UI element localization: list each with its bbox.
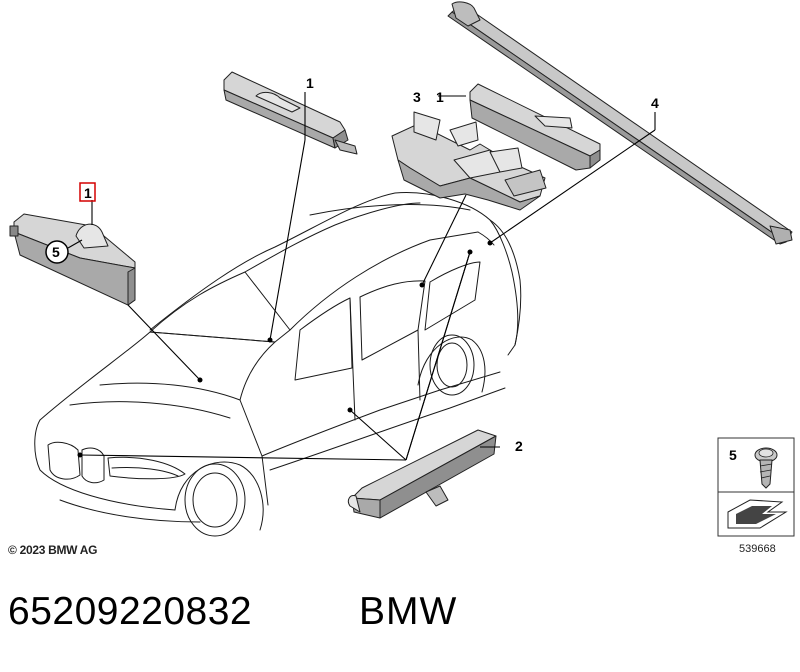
part-4-rod-antenna [447,1,793,245]
screw-circle-icon [45,240,69,264]
leader-lines [77,92,656,461]
callout-5-circle: 5 [52,244,60,260]
legend-box: 5 [717,437,795,537]
part-1-left-antenna [9,213,136,306]
legend-callout-5: 5 [729,447,737,463]
brand-name: BMW [359,590,458,633]
callout-3: 3 [413,89,421,105]
selected-part-highlight-box [79,182,96,202]
car-illustration [34,192,522,537]
callout-4: 4 [651,95,659,111]
callouts: 1 1 5 3 1 4 2 [45,75,659,454]
copyright-text: © 2023 BMW AG [8,543,98,557]
parts-diagram: 1 1 5 3 1 4 2 5 [9,1,795,537]
callout-1-left: 1 [84,185,92,201]
part-3-bracket [391,111,547,211]
callout-1-right: 1 [436,89,444,105]
part-2-lower-antenna [347,429,497,519]
part-1-upper-antenna [223,71,358,155]
document-number: 539668 [739,543,776,555]
part-number: 65209220832 [8,590,253,633]
callout-2: 2 [515,438,523,454]
callout-1-upper: 1 [306,75,314,91]
screw-icon [754,447,778,489]
arrow-icon [727,499,788,529]
part-1-right-antenna [469,83,601,171]
